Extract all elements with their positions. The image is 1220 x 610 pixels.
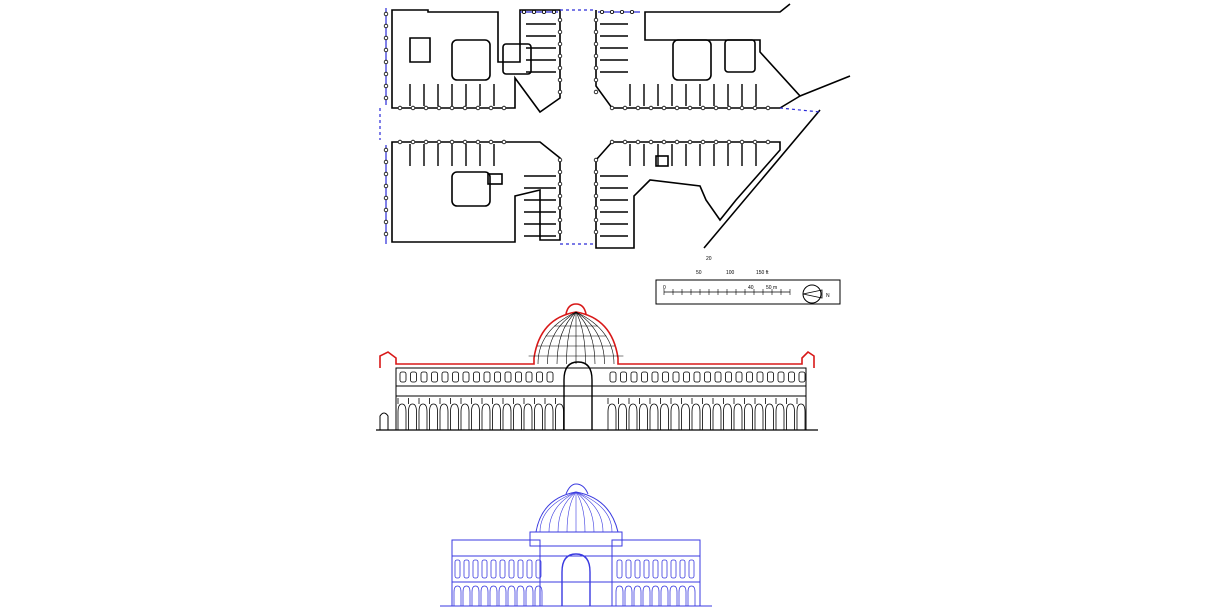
scale-m-40: 40 bbox=[748, 285, 754, 291]
elevation-main bbox=[376, 303, 818, 431]
scale-legend: 20 50 100 150 ft 0 40 50 m N bbox=[655, 256, 841, 305]
plan-column-dots bbox=[383, 9, 771, 237]
floor-plan bbox=[379, 3, 851, 249]
detail-body bbox=[451, 539, 701, 606]
elevation-lower-arcade bbox=[397, 398, 806, 430]
scale-frame bbox=[655, 279, 841, 305]
north-arrow-icon bbox=[802, 284, 822, 304]
plan-block-top-right bbox=[595, 3, 851, 109]
detail-arcade bbox=[453, 559, 696, 606]
plan-perimeter-columns bbox=[379, 8, 821, 245]
plan-block-top-left bbox=[391, 9, 561, 114]
plan-block-bottom-left bbox=[391, 141, 561, 243]
scale-ticks bbox=[663, 289, 791, 295]
scale-ft-50: 50 bbox=[696, 270, 702, 276]
scale-m-50: 50 m bbox=[766, 285, 777, 291]
elevation-upper-windows bbox=[399, 371, 806, 383]
detail-central-arch bbox=[561, 553, 591, 606]
scale-ft-100: 100 bbox=[726, 270, 735, 276]
elevation-detail bbox=[440, 483, 712, 607]
scale-m-0: 0 bbox=[663, 285, 666, 291]
detail-dome-ribs bbox=[539, 491, 613, 533]
plan-block-bottom-right bbox=[595, 109, 821, 249]
north-label: N bbox=[826, 293, 830, 299]
dome-ribs bbox=[528, 311, 624, 365]
scale-ft-150: 150 ft bbox=[756, 270, 769, 276]
plan-partitions bbox=[409, 23, 757, 237]
central-arch bbox=[563, 361, 593, 430]
north-arrow-pointer-icon bbox=[802, 289, 823, 299]
scale-top-mark: 20 bbox=[706, 256, 712, 262]
